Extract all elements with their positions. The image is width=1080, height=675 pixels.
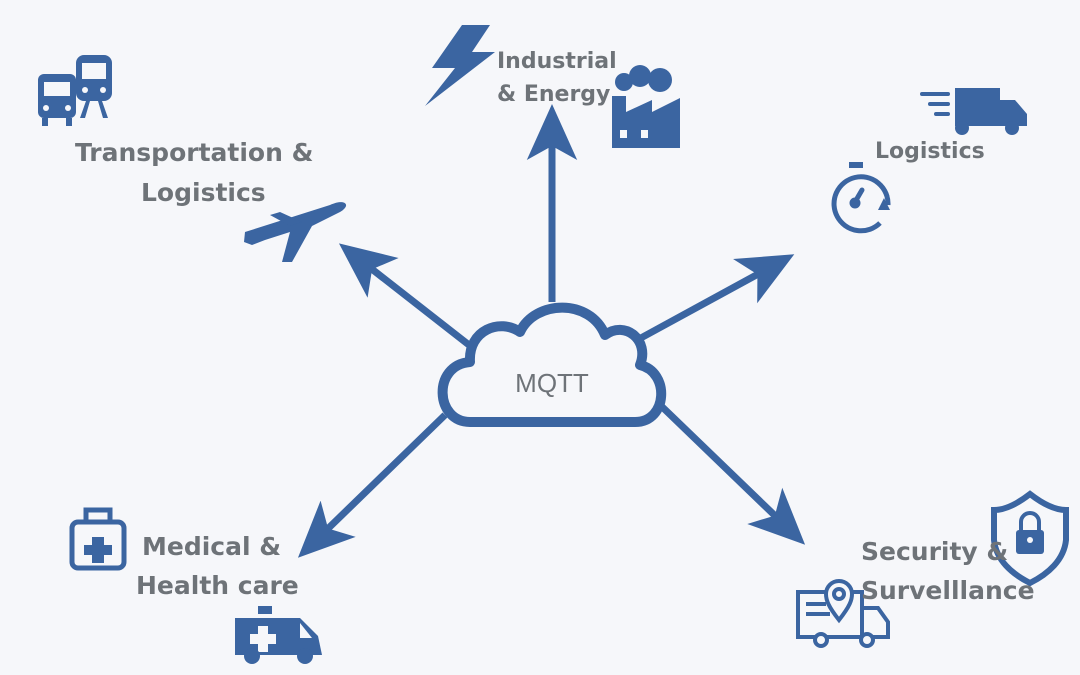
bus-icon bbox=[38, 74, 76, 126]
train-icon bbox=[76, 55, 112, 118]
airplane-icon bbox=[244, 202, 347, 262]
transport-label-line1: Transportation & bbox=[75, 138, 314, 167]
industrial-label-line1: Industrial bbox=[497, 49, 617, 74]
stopwatch-icon bbox=[831, 162, 891, 234]
delivery-truck-icon bbox=[920, 88, 1027, 135]
center-label: MQTT bbox=[515, 368, 589, 398]
logistics-label: Logistics bbox=[875, 139, 985, 164]
medical-label-line1: Medical & bbox=[142, 532, 282, 561]
arrow-down-right bbox=[652, 397, 806, 545]
transport-label-line2: Logistics bbox=[141, 178, 266, 207]
ambulance-icon bbox=[235, 606, 322, 664]
lightning-icon bbox=[425, 25, 495, 106]
factory-icon bbox=[612, 65, 680, 148]
first-aid-kit-icon bbox=[69, 507, 127, 571]
arrow-up-right bbox=[626, 254, 795, 349]
security-label-line1: Security & bbox=[861, 537, 1009, 566]
arrow-up-left bbox=[338, 243, 481, 355]
industrial-label-line2: & Energy bbox=[497, 82, 611, 107]
security-label-line2: Survelllance bbox=[861, 576, 1035, 605]
cloud-icon bbox=[437, 302, 667, 427]
medical-label-line2: Health care bbox=[136, 571, 299, 600]
shield-lock-icon bbox=[991, 490, 1069, 587]
truck-location-icon bbox=[796, 579, 890, 648]
arrow-down-left bbox=[297, 412, 448, 558]
